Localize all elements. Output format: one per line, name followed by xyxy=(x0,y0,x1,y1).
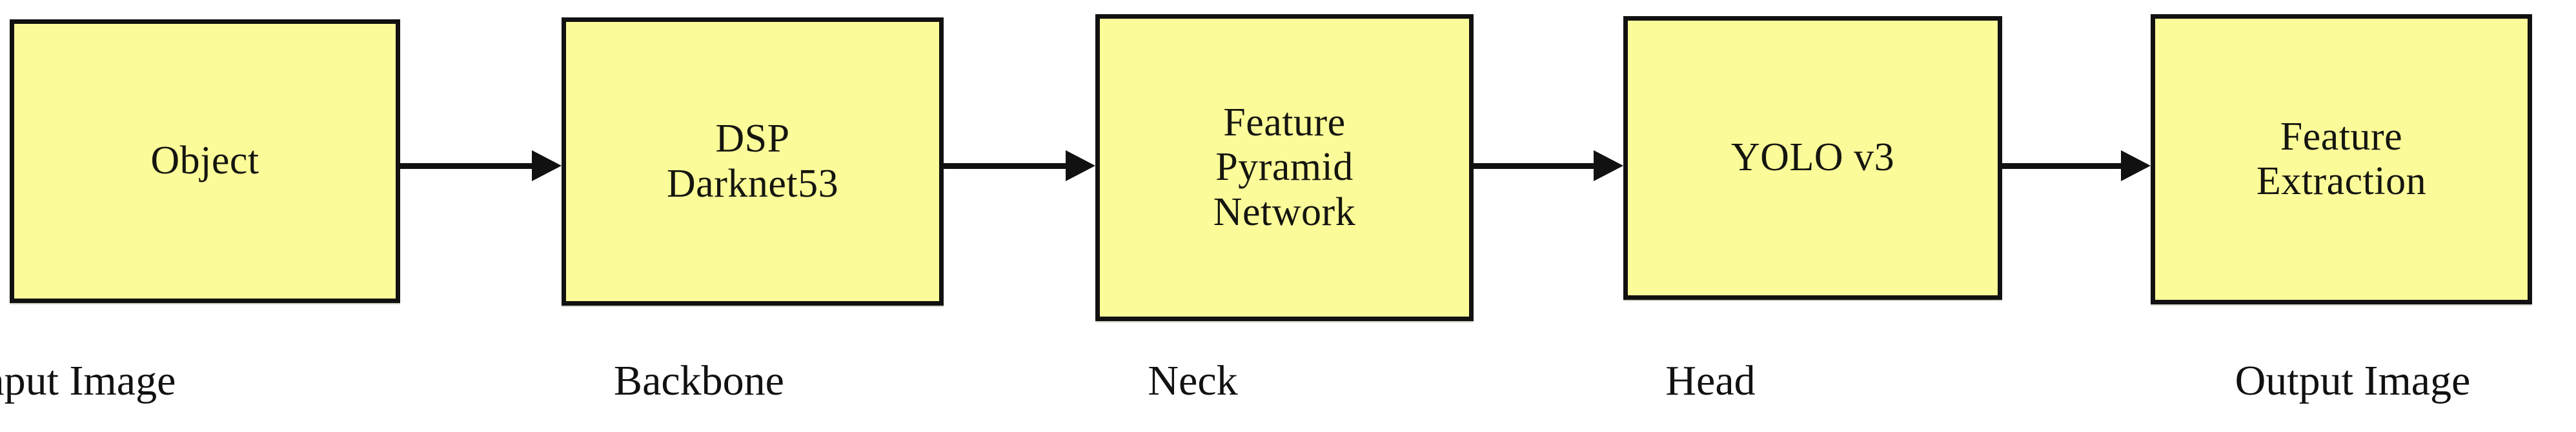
stage-label-input-image: Input Image xyxy=(0,357,176,404)
arrow-input-to-backbone-shaft xyxy=(400,163,534,169)
arrow-neck-to-head-shaft xyxy=(1474,163,1596,169)
arrow-backbone-to-neck-arrowhead-icon xyxy=(1066,150,1095,181)
arrow-neck-to-head-arrowhead-icon xyxy=(1594,150,1623,181)
arrow-head-to-output-shaft xyxy=(2002,163,2124,169)
node-neck[interactable]: Feature Pyramid Network xyxy=(1095,14,1474,321)
stage-label-backbone: Backbone xyxy=(614,357,784,404)
arrow-head-to-output-arrowhead-icon xyxy=(2121,150,2151,181)
node-neck-text: Feature Pyramid Network xyxy=(1213,100,1356,234)
stage-label-head: Head xyxy=(1665,357,1756,404)
node-backbone[interactable]: DSP Darknet53 xyxy=(562,17,944,306)
stage-label-output-image: Output Image xyxy=(2235,357,2471,404)
node-input-image-text: Object xyxy=(150,139,259,183)
node-head-text: YOLO v3 xyxy=(1730,135,1895,180)
node-input-image[interactable]: Object xyxy=(10,19,400,303)
node-backbone-text: DSP Darknet53 xyxy=(666,117,839,206)
node-output-image-text: Feature Extraction xyxy=(2256,114,2427,203)
node-output-image[interactable]: Feature Extraction xyxy=(2151,14,2532,304)
arrow-backbone-to-neck-shaft xyxy=(944,163,1068,169)
arrow-input-to-backbone-arrowhead-icon xyxy=(532,150,562,181)
stage-label-neck: Neck xyxy=(1148,357,1238,404)
node-head[interactable]: YOLO v3 xyxy=(1623,16,2002,300)
